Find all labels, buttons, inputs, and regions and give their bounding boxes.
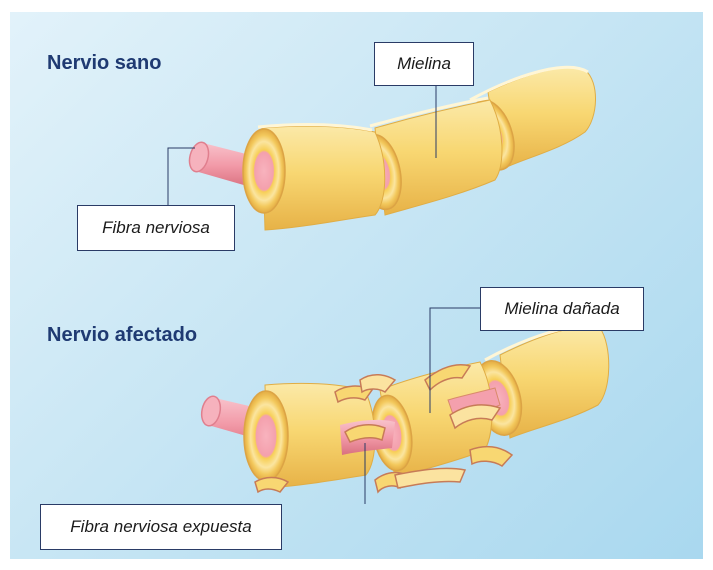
myelin-segment: [242, 123, 386, 231]
nerve-fiber-label: Fibra nerviosa: [77, 205, 235, 251]
damaged-myelin-label: Mielina dañada: [480, 287, 644, 331]
affected-nerve: [200, 324, 610, 494]
leader-lines: [167, 86, 480, 504]
leader-line-damaged-myelin: [429, 307, 480, 413]
healthy-nerve: [188, 65, 596, 231]
exposed-fiber-label: Fibra nerviosa expuesta: [40, 504, 282, 550]
myelin-label: Mielina: [374, 42, 474, 86]
leader-line-fiber: [167, 147, 195, 205]
affected-nerve-heading: Nervio afectado: [47, 324, 198, 346]
healthy-nerve-heading: Nervio sano: [47, 52, 162, 74]
myelin-fragments: [254, 364, 514, 494]
